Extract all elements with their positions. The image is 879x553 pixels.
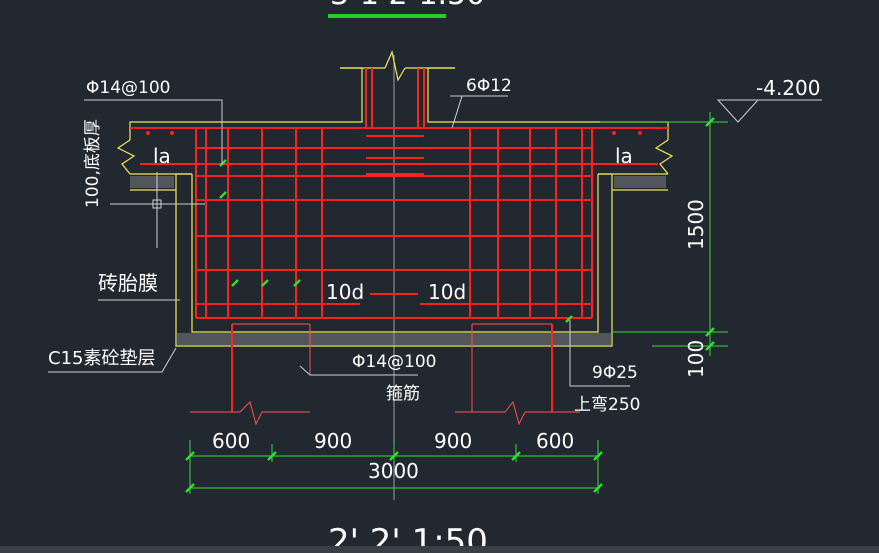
label-top-bar-left: Φ14@100: [86, 78, 170, 98]
pit-outline: [129, 67, 669, 347]
bottom-edge-bar: [0, 546, 879, 553]
label-top-bar-right: 6Φ12: [466, 76, 512, 96]
break-mark-right: [654, 139, 674, 175]
label-la-left: la: [153, 144, 171, 168]
bar-dots: [146, 131, 642, 135]
label-10d-right: 10d: [428, 280, 466, 304]
annotation-leaders: [48, 95, 630, 387]
dim-1500: 1500: [684, 199, 708, 250]
label-brick-membrane: 砖胎膜: [98, 271, 158, 295]
dim-900-right: 900: [434, 429, 472, 453]
dim-900-left: 900: [314, 429, 352, 453]
bottom-bar-leaders: [190, 323, 580, 426]
cushion-right: [614, 176, 666, 188]
rebar-cage: [130, 68, 668, 412]
dim-600-right: 600: [536, 429, 574, 453]
dim-total: 3000: [368, 459, 419, 483]
label-slab-thickness: 100,底板厚: [83, 119, 103, 208]
break-mark-top: [384, 50, 406, 82]
break-mark-left: [116, 139, 136, 175]
label-elevation: -4.200: [756, 76, 820, 100]
label-bend-up: 上弯250: [574, 395, 640, 415]
label-c15-layer: C15素砼垫层: [48, 348, 155, 369]
top-title-partial: 3-1 2-1.50: [330, 0, 485, 12]
dim-100: 100: [684, 340, 708, 378]
label-bottom-bar: Φ14@100: [352, 352, 436, 372]
cushion-left: [130, 176, 174, 188]
leader-ticks: [219, 159, 573, 323]
c15-cushion-layer: [176, 333, 612, 345]
label-la-right: la: [615, 144, 633, 168]
vertical-dim-ticks: [705, 117, 715, 351]
title-underline: [328, 14, 446, 18]
label-10d-left: 10d: [326, 280, 364, 304]
elevation-marker: [716, 99, 822, 123]
label-stirrup: 箍筋: [386, 384, 420, 404]
horizontal-dim-ticks: [185, 451, 603, 493]
label-ring-bars: 9Φ25: [592, 363, 638, 383]
dim-600-left: 600: [212, 429, 250, 453]
